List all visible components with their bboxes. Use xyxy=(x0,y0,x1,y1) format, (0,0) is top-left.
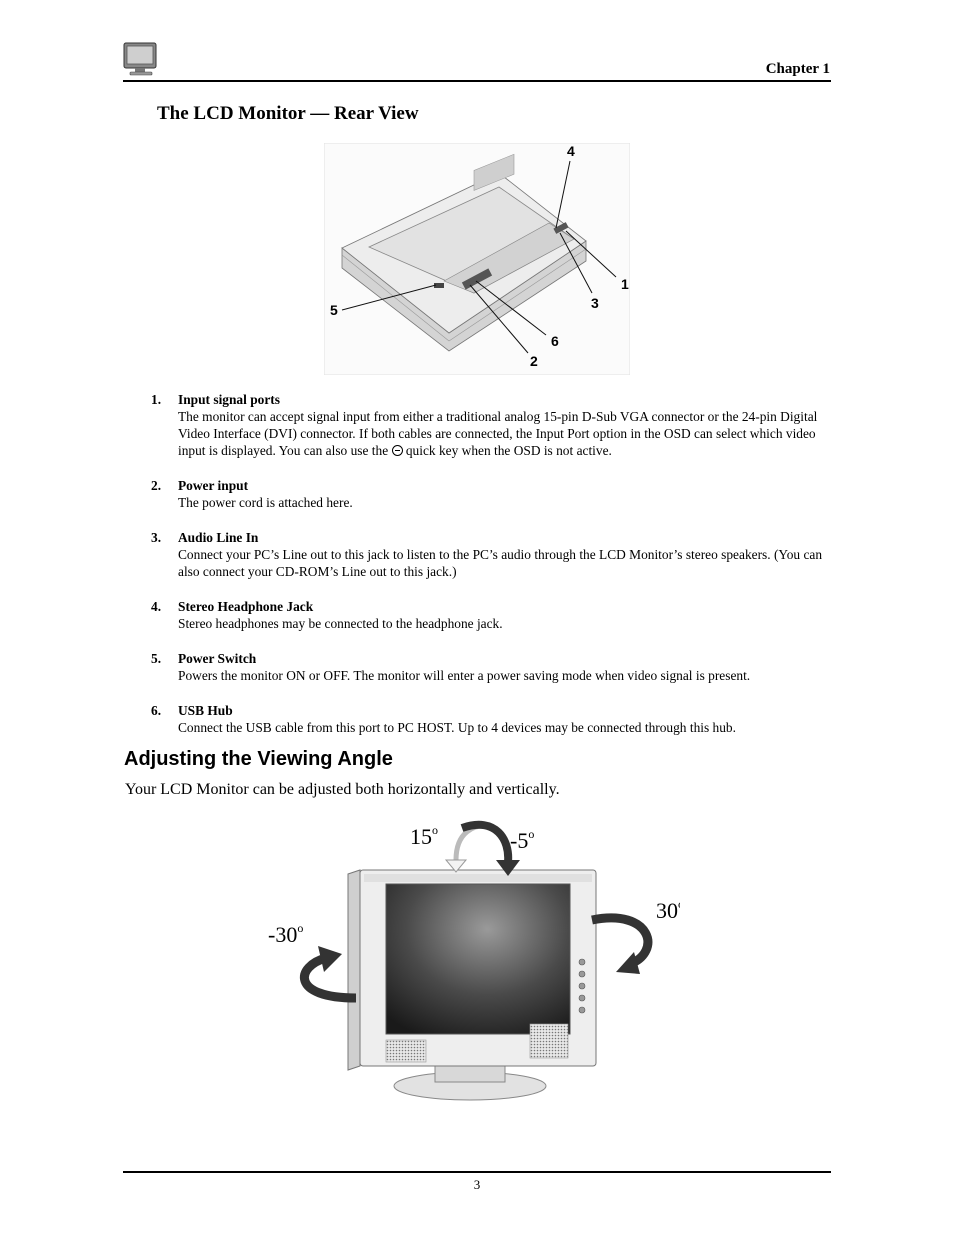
monitor-icon xyxy=(123,42,157,76)
svg-text:-5o: -5o xyxy=(510,827,534,853)
chapter-label: Chapter 1 xyxy=(765,61,830,77)
degree-mark: o xyxy=(297,921,303,935)
svg-text:15o: 15o xyxy=(410,823,438,849)
page-number: 3 xyxy=(473,1177,481,1192)
rear-view-title: The LCD Monitor — Rear View xyxy=(157,103,419,124)
item-number: 6. xyxy=(151,703,162,718)
tilt-up-label: 15 xyxy=(410,824,432,849)
item-title: Power input xyxy=(178,478,249,493)
item-description-text: The monitor can accept signal input from… xyxy=(178,409,818,458)
monitor-front-illustration: 15o -5o 30o -30o xyxy=(268,820,680,1101)
callout-5: 5 xyxy=(330,302,338,318)
item-description: The power cord is attached here. xyxy=(178,495,353,510)
swivel-right-label: 30 xyxy=(656,898,678,923)
item-description: Connect your PC’s Line out to this jack … xyxy=(178,547,823,579)
footer-divider xyxy=(123,1171,831,1173)
item-number: 3. xyxy=(151,530,162,545)
item-description: Powers the monitor ON or OFF. The monito… xyxy=(178,668,751,683)
degree-mark: o xyxy=(432,823,438,837)
callout-2: 2 xyxy=(530,353,538,369)
list-item: 6. USB Hub Connect the USB cable from th… xyxy=(151,702,841,736)
item-number: 2. xyxy=(151,478,162,493)
degree-mark: o xyxy=(678,897,680,911)
list-item: 2. Power input The power cord is attache… xyxy=(151,477,841,511)
header-divider xyxy=(123,80,831,82)
osd-key-icon xyxy=(391,445,403,456)
item-title: Stereo Headphone Jack xyxy=(178,599,314,614)
item-description: Connect the USB cable from this port to … xyxy=(178,720,736,735)
item-number: 1. xyxy=(151,392,162,407)
ports-list: 1. Input signal ports The monitor can ac… xyxy=(151,391,841,754)
callout-1: 1 xyxy=(621,276,629,292)
list-item: 4. Stereo Headphone Jack Stereo headphon… xyxy=(151,598,841,632)
item-number: 5. xyxy=(151,651,162,666)
list-item: 3. Audio Line In Connect your PC’s Line … xyxy=(151,529,841,580)
item-title: Audio Line In xyxy=(178,530,259,545)
tilt-down-label: -5 xyxy=(510,828,528,853)
item-description: Stereo headphones may be connected to th… xyxy=(178,616,503,631)
viewing-angle-heading: Adjusting the Viewing Angle xyxy=(124,748,393,770)
callout-3: 3 xyxy=(591,295,599,311)
item-title: Power Switch xyxy=(178,651,257,666)
viewing-angle-intro: Your LCD Monitor can be adjusted both ho… xyxy=(125,781,560,798)
svg-text:-30o: -30o xyxy=(268,921,303,947)
item-title: USB Hub xyxy=(178,703,233,718)
callout-4: 4 xyxy=(567,143,575,159)
degree-mark: o xyxy=(528,827,534,841)
monitor-rear-view-illustration: 4 1 3 5 6 2 xyxy=(324,143,630,375)
item-number: 4. xyxy=(151,599,162,614)
item-title: Input signal ports xyxy=(178,392,280,407)
list-item: 5. Power Switch Powers the monitor ON or… xyxy=(151,650,841,684)
svg-text:30o: 30o xyxy=(656,897,680,923)
item-description-text-end: quick key when the OSD is not active. xyxy=(402,443,612,458)
list-item: 1. Input signal ports The monitor can ac… xyxy=(151,391,841,459)
callout-6: 6 xyxy=(551,333,559,349)
item-description: The monitor can accept signal input from… xyxy=(178,408,841,459)
swivel-left-label: -30 xyxy=(268,922,297,947)
